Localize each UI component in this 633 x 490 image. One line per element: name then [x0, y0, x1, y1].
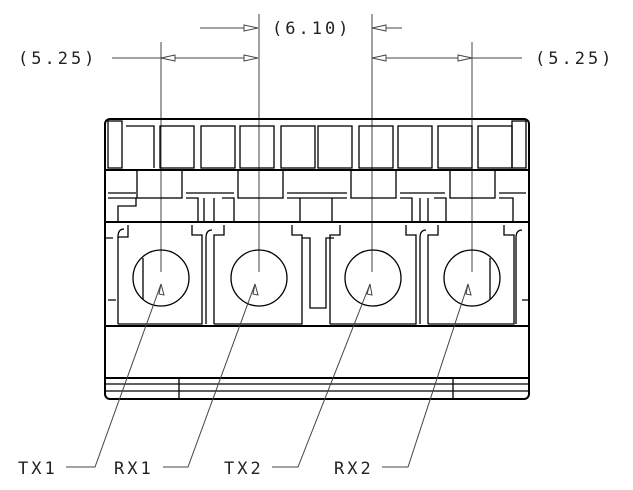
dim-left-pitch: (5.25) [18, 49, 97, 69]
dim-right-pitch: (5.25) [535, 49, 614, 69]
pin-label-rx1: RX1 [114, 459, 154, 479]
dimension-lines [112, 14, 522, 272]
hole-tx1 [132, 249, 190, 307]
pin-label-tx1: TX1 [18, 459, 58, 479]
screw-holes [132, 249, 501, 307]
connector-body [104, 118, 530, 400]
hole-rx1 [230, 249, 288, 307]
dim-center-pitch: (6.10) [272, 19, 351, 39]
hole-rx2 [443, 249, 501, 307]
pin-label-tx2: TX2 [224, 459, 264, 479]
leader-lines [66, 283, 472, 468]
hole-tx2 [344, 249, 402, 307]
pin-label-rx2: RX2 [334, 459, 374, 479]
